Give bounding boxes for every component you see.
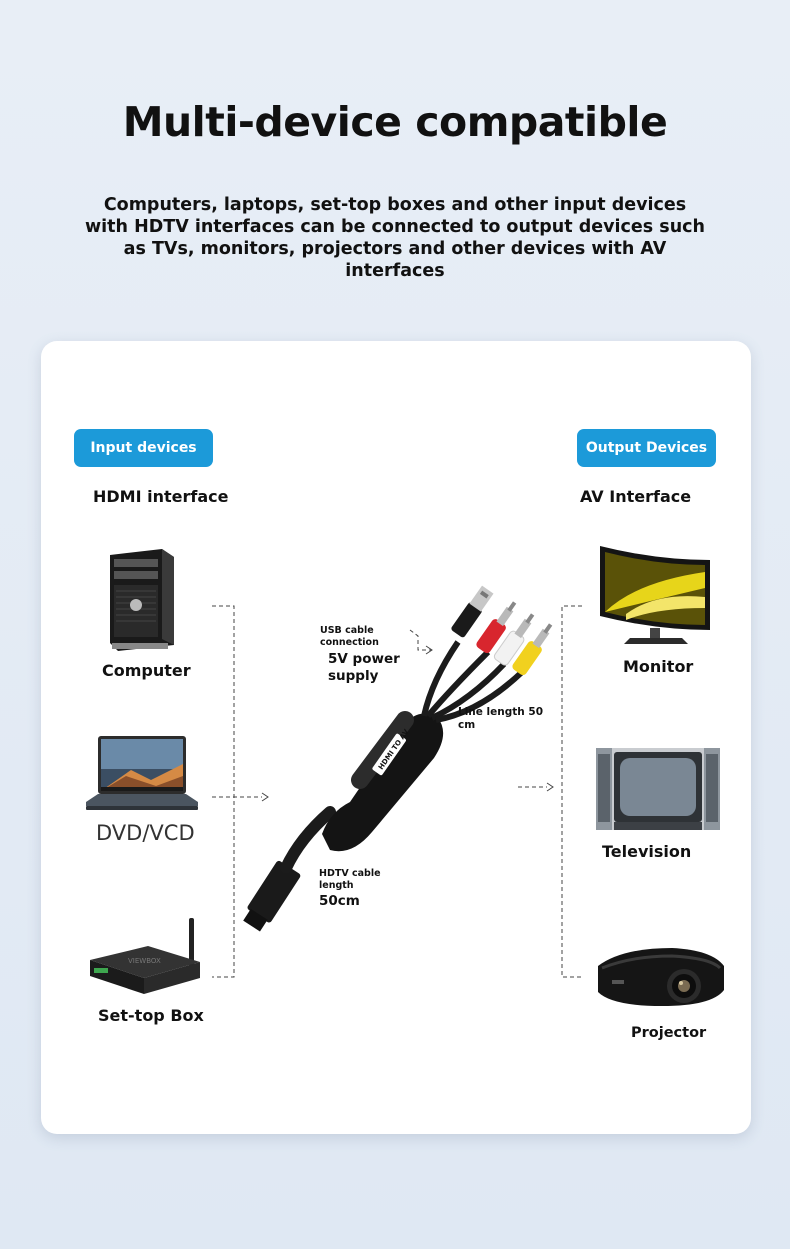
power-supply-label: 5V power supply <box>328 651 400 684</box>
projector-label: Projector <box>631 1025 707 1041</box>
output-devices-badge: Output Devices <box>577 429 716 467</box>
av-interface-label: AV Interface <box>580 487 692 506</box>
hdtv-cable-label: HDTV cable length <box>319 868 381 891</box>
monitor-label: Monitor <box>623 657 694 676</box>
set-top-box-label: Set-top Box <box>98 1006 204 1025</box>
hdtv-length-value: 50cm <box>319 893 360 909</box>
usb-cable-label: USB cable connection <box>320 625 379 648</box>
line-length-label: Line length 50 cm <box>458 706 544 731</box>
page-title: Multi-device compatible <box>122 98 668 146</box>
dvd-vcd-label: DVD/VCD <box>96 821 195 845</box>
computer-label: Computer <box>102 661 191 680</box>
page-subtitle: Computers, laptops, set-top boxes and ot… <box>85 195 705 281</box>
hdmi-interface-label: HDMI interface <box>93 487 229 506</box>
computer-icon <box>110 549 174 651</box>
laptop-icon <box>86 736 198 810</box>
television-icon <box>596 748 720 830</box>
monitor-icon <box>600 546 710 644</box>
set-top-box-icon: VIEWBOX <box>90 918 200 994</box>
television-label: Television <box>602 842 692 861</box>
svg-text:VIEWBOX: VIEWBOX <box>128 957 161 965</box>
input-devices-badge: Input devices <box>74 429 213 467</box>
projector-icon <box>598 948 724 1006</box>
